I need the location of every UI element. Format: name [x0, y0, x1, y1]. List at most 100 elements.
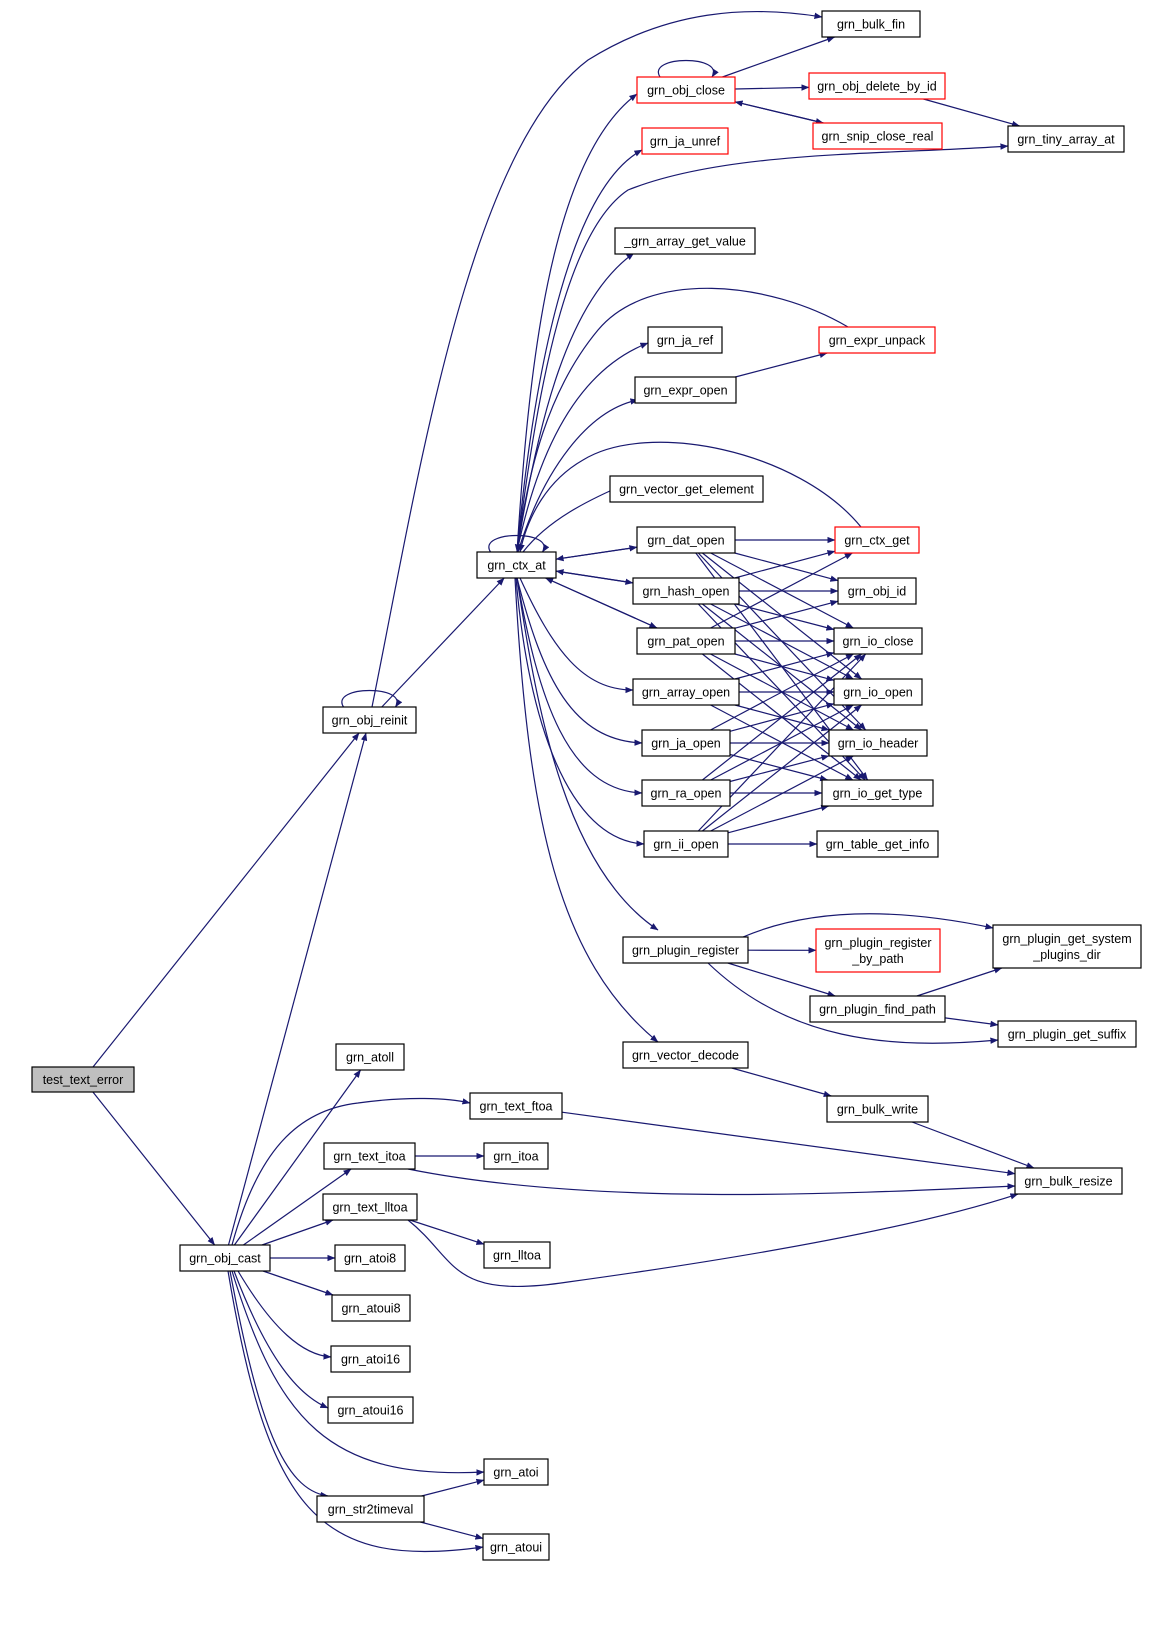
node-box: [335, 1043, 405, 1071]
call-edge-grn_pat_open-to-grn_io_open: [734, 653, 835, 682]
node-box: [636, 76, 736, 104]
node-label: grn_ctx_at: [487, 559, 546, 573]
node-box: [327, 1396, 414, 1424]
call-edge-grn_plugin_find_path-to-grn_plugin_get_system_plugins_dir: [916, 967, 1003, 997]
node-grn-expr-open[interactable]: grn_expr_open: [634, 376, 737, 404]
node-grn-ctx-at[interactable]: grn_ctx_at: [476, 551, 557, 579]
node-box: [997, 1020, 1137, 1048]
call-edge-grn_ii_open-to-grn_io_get_type: [727, 804, 830, 834]
node-grn-plugin-get-system-plugins-dir[interactable]: grn_plugin_get_system_plugins_dir: [992, 924, 1142, 969]
node-grn-table-get-info[interactable]: grn_table_get_info: [816, 830, 939, 858]
node-label: grn_atoui16: [337, 1404, 403, 1418]
node-grn-plugin-register-by-path[interactable]: grn_plugin_register_by_path: [815, 928, 941, 973]
node-box: [323, 1142, 416, 1170]
node-grn-atoui16[interactable]: grn_atoui16: [327, 1396, 414, 1424]
node-grn-io-open[interactable]: grn_io_open: [833, 678, 923, 706]
node-label: grn_vector_get_element: [619, 483, 754, 497]
node-label: grn_bulk_write: [837, 1103, 918, 1117]
call-edge-grn_text_lltoa-to-grn_bulk_resize: [407, 1193, 1019, 1287]
node-label: grn_dat_open: [647, 534, 724, 548]
node-box: [614, 227, 756, 255]
node-box: [815, 928, 941, 973]
node-grn-io-get-type[interactable]: grn_io_get_type: [821, 779, 934, 807]
node-label: _by_path: [851, 952, 903, 966]
node-grn-vector-decode[interactable]: grn_vector_decode: [622, 1041, 749, 1069]
node-grn-dat-open[interactable]: grn_dat_open: [636, 526, 736, 554]
call-edge-test_text_error-to-grn_obj_reinit: [92, 732, 360, 1068]
node-grn-bulk-write[interactable]: grn_bulk_write: [826, 1095, 929, 1123]
node-grn-snip-close-real[interactable]: grn_snip_close_real: [812, 122, 943, 150]
call-edge-grn_obj_delete_by_id-to-grn_tiny_array_at: [923, 98, 1020, 128]
call-edge-grn_plugin_register-to-grn_plugin_find_path: [727, 962, 836, 997]
node-grn-text-itoa[interactable]: grn_text_itoa: [323, 1142, 416, 1170]
node-label: grn_ja_ref: [657, 334, 714, 348]
node-grn-array-open[interactable]: grn_array_open: [632, 678, 740, 706]
node-box: [1007, 125, 1125, 153]
node-grn-lltoa[interactable]: grn_lltoa: [483, 1241, 551, 1269]
node-box: [821, 10, 921, 38]
node--grn-array-get-value[interactable]: _grn_array_get_value: [614, 227, 756, 255]
node-grn-atoui8[interactable]: grn_atoui8: [331, 1294, 411, 1322]
node-box: [331, 1294, 411, 1322]
node-grn-obj-reinit[interactable]: grn_obj_reinit: [322, 706, 417, 734]
node-grn-atoll[interactable]: grn_atoll: [335, 1043, 405, 1071]
node-grn-ii-open[interactable]: grn_ii_open: [643, 830, 729, 858]
node-box: [834, 526, 920, 554]
node-grn-text-lltoa[interactable]: grn_text_lltoa: [322, 1193, 418, 1221]
node-grn-vector-get-element[interactable]: grn_vector_get_element: [609, 475, 764, 503]
node-grn-atoi8[interactable]: grn_atoi8: [334, 1244, 406, 1272]
node-label: grn_ja_unref: [650, 135, 721, 149]
node-grn-ja-unref[interactable]: grn_ja_unref: [641, 127, 729, 155]
node-grn-obj-cast[interactable]: grn_obj_cast: [179, 1244, 271, 1272]
node-grn-itoa[interactable]: grn_itoa: [483, 1142, 549, 1170]
node-grn-obj-delete-by-id[interactable]: grn_obj_delete_by_id: [808, 72, 946, 100]
node-grn-io-close[interactable]: grn_io_close: [833, 627, 923, 655]
node-grn-plugin-get-suffix[interactable]: grn_plugin_get_suffix: [997, 1020, 1137, 1048]
call-edge-grn_obj_cast-to-grn_str2timeval: [229, 1270, 329, 1499]
node-grn-plugin-register[interactable]: grn_plugin_register: [622, 936, 749, 964]
node-box: [322, 706, 417, 734]
node-grn-tiny-array-at[interactable]: grn_tiny_array_at: [1007, 125, 1125, 153]
call-edge-grn_ja_open-to-grn_io_get_type: [729, 753, 829, 782]
node-box: [837, 577, 917, 605]
node-box: [641, 729, 731, 757]
node-grn-ctx-get[interactable]: grn_ctx_get: [834, 526, 920, 554]
call-edge-grn_ctx_at-to-grn_ctx_at: [488, 534, 550, 553]
node-test-text-error[interactable]: test_text_error: [31, 1066, 135, 1093]
node-label: grn_ctx_get: [844, 534, 910, 548]
node-label: grn_tiny_array_at: [1017, 133, 1115, 147]
node-grn-text-ftoa[interactable]: grn_text_ftoa: [469, 1092, 563, 1120]
call-edge-grn_text_lltoa-to-grn_lltoa: [409, 1219, 485, 1245]
node-grn-bulk-fin[interactable]: grn_bulk_fin: [821, 10, 921, 38]
node-grn-hash-open[interactable]: grn_hash_open: [632, 577, 740, 605]
node-label: grn_expr_open: [643, 384, 727, 398]
node-grn-atoi[interactable]: grn_atoi: [483, 1458, 549, 1486]
node-grn-pat-open[interactable]: grn_pat_open: [636, 627, 736, 655]
call-edge-grn_text_ftoa-to-grn_bulk_resize: [561, 1111, 1016, 1176]
node-grn-str2timeval[interactable]: grn_str2timeval: [316, 1495, 425, 1523]
node-grn-expr-unpack[interactable]: grn_expr_unpack: [818, 326, 936, 354]
node-label: grn_obj_cast: [189, 1252, 261, 1266]
node-label: grn_text_lltoa: [332, 1201, 407, 1215]
node-grn-atoui[interactable]: grn_atoui: [482, 1533, 550, 1561]
call-graph-canvas: test_text_error grn_obj_reinit grn_obj_cas…: [31, 10, 1142, 1561]
node-grn-atoi16[interactable]: grn_atoi16: [330, 1345, 411, 1373]
node-box: [622, 936, 749, 964]
node-grn-ja-open[interactable]: grn_ja_open: [641, 729, 731, 757]
node-grn-ra-open[interactable]: grn_ra_open: [641, 779, 731, 807]
node-grn-bulk-resize[interactable]: grn_bulk_resize: [1014, 1167, 1123, 1195]
node-box: [641, 779, 731, 807]
node-grn-plugin-find-path[interactable]: grn_plugin_find_path: [809, 995, 946, 1023]
node-box: [334, 1244, 406, 1272]
call-edge-grn_snip_close_real-to-grn_obj_close: [734, 100, 824, 124]
node-label: grn_bulk_fin: [837, 18, 905, 32]
call-edge-grn_pat_open-to-grn_obj_id: [734, 600, 839, 629]
node-grn-ja-ref[interactable]: grn_ja_ref: [647, 326, 723, 354]
node-grn-obj-id[interactable]: grn_obj_id: [837, 577, 917, 605]
node-grn-obj-close[interactable]: grn_obj_close: [636, 76, 736, 104]
node-box: [482, 1533, 550, 1561]
node-label: _plugins_dir: [1032, 948, 1100, 962]
node-label: grn_obj_close: [647, 84, 725, 98]
node-grn-io-header[interactable]: grn_io_header: [828, 729, 928, 757]
node-label: grn_ra_open: [651, 787, 722, 801]
